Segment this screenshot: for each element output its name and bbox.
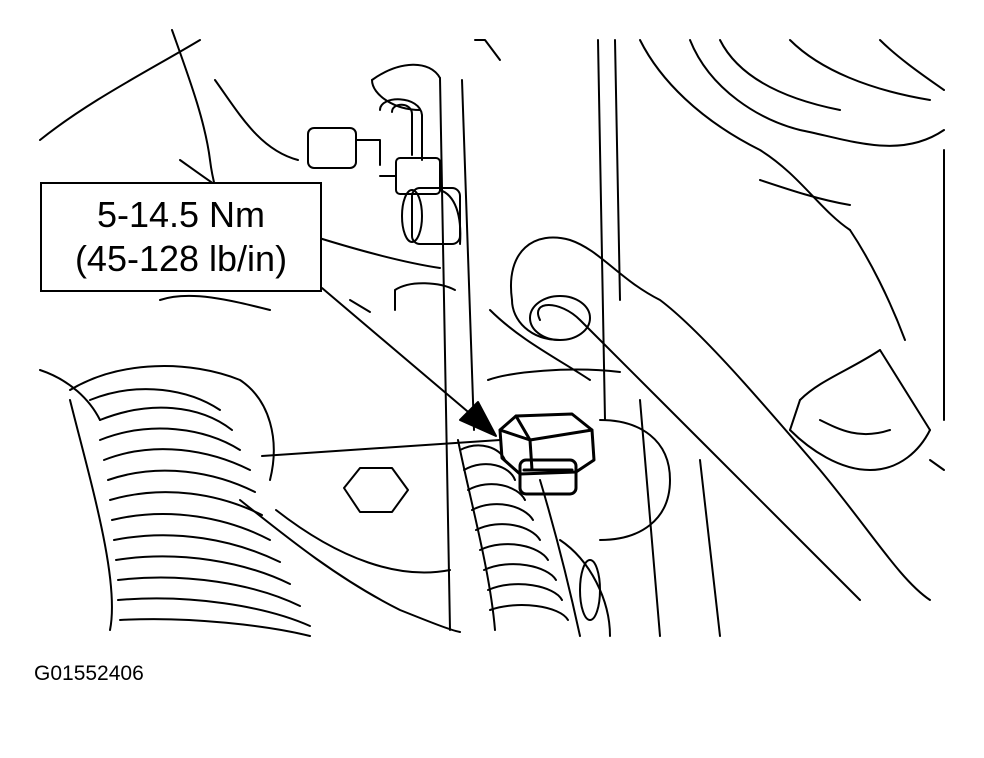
ribbed-pipe-center [458, 440, 580, 636]
sensor-fitting [500, 414, 594, 494]
torque-spec-callout: 5-14.5 Nm (45-128 lb/in) [40, 182, 322, 292]
torque-spec-metric: 5-14.5 Nm [96, 194, 266, 235]
upper-fittings [308, 99, 460, 244]
ribbed-pipe-left [40, 366, 500, 636]
callout-leader-arrow [322, 288, 496, 436]
lower-right-casting [560, 400, 720, 636]
arrowhead [460, 402, 496, 436]
large-hose-right [640, 40, 944, 420]
torque-spec-imperial: (45-128 lb/in) [74, 238, 288, 279]
curved-tube [511, 238, 944, 601]
hex-bolt [344, 468, 408, 512]
figure-id-label: G01552406 [34, 662, 144, 685]
mounting-bracket [372, 40, 620, 630]
